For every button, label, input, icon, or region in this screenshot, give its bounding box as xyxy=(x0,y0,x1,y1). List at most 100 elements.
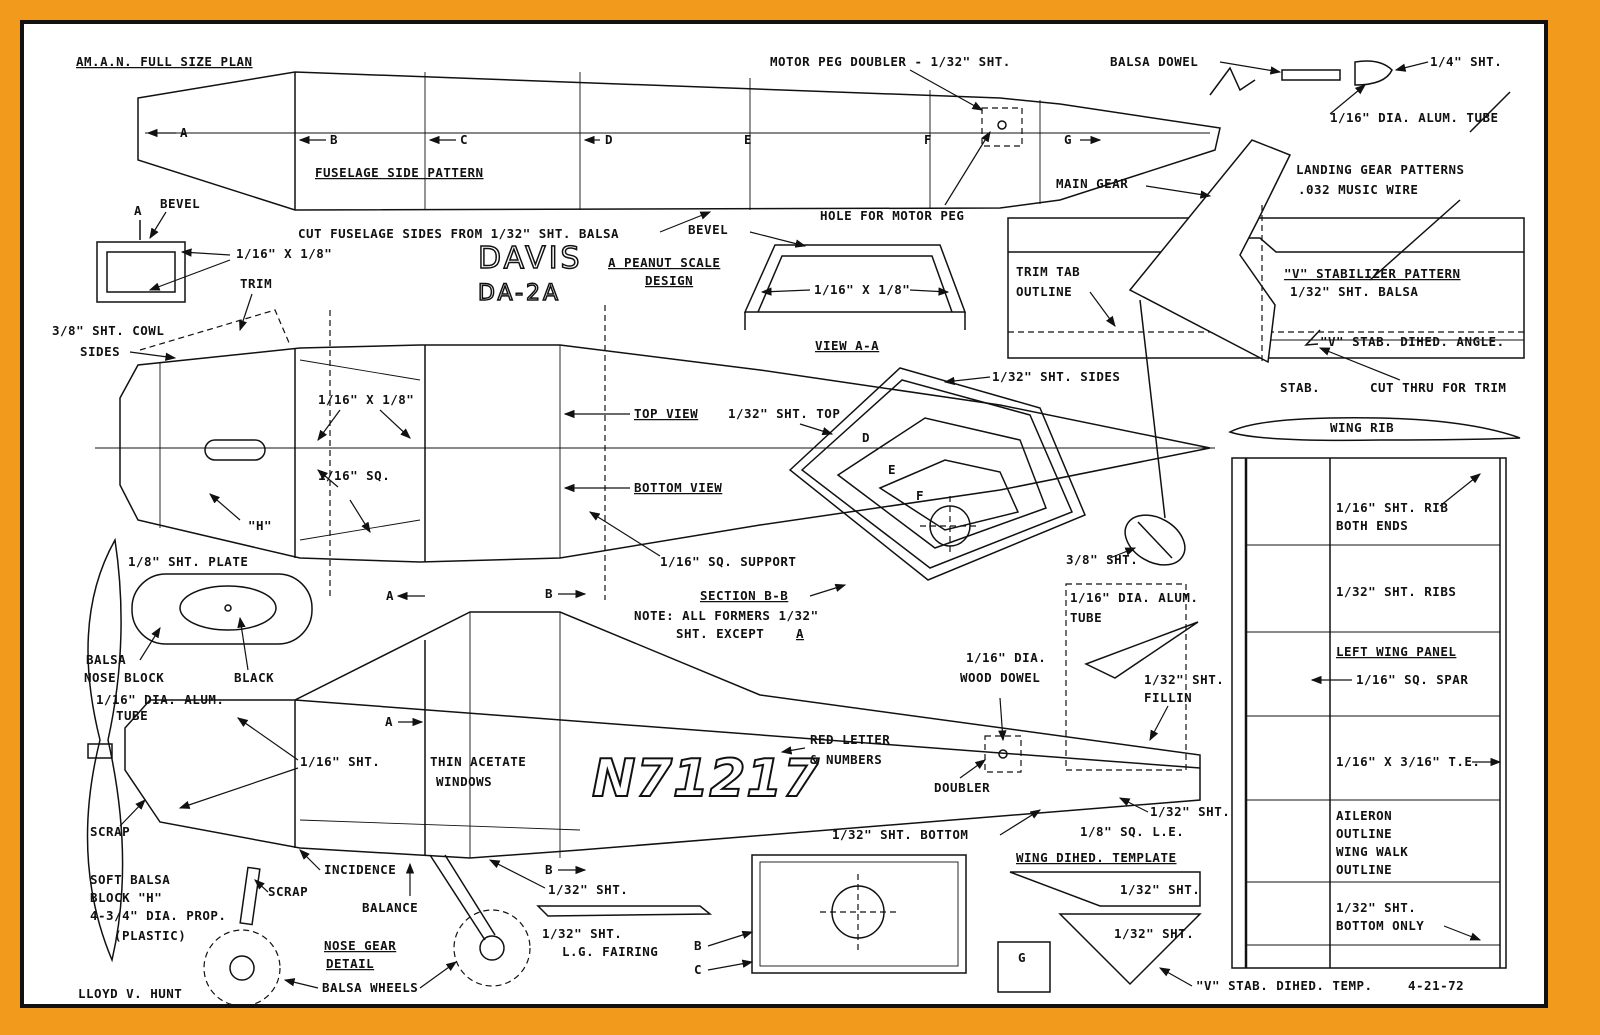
prop-label-1: 4-3/4" DIA. PROP. xyxy=(90,908,226,923)
balsa-nose-2: NOSE BLOCK xyxy=(84,670,164,685)
view-aa: BEVEL 1/16" X 1/8" VIEW A-A xyxy=(688,222,967,353)
dihedral-templates: WING DIHED. TEMPLATE 1/32" SHT. 1/32" SH… xyxy=(1009,850,1372,993)
design-line-2: DESIGN xyxy=(645,273,693,288)
quarter-sht-label: 1/4" SHT. xyxy=(1430,54,1502,69)
cut-thru-trim-label: CUT THRU FOR TRIM xyxy=(1370,380,1506,395)
rib-both-ends-1: 1/16" SHT. RIB xyxy=(1336,500,1448,515)
former-c-mark: C xyxy=(694,962,702,977)
balsa-wheels-label: BALSA WHEELS xyxy=(322,980,418,995)
bevel-left-label: BEVEL xyxy=(160,196,200,211)
black-label: BLACK xyxy=(234,670,274,685)
fuselage-side-pattern-label: FUSELAGE SIDE PATTERN xyxy=(315,165,484,180)
te-label: 1/16" X 3/16" T.E. xyxy=(1336,754,1480,769)
stab-cl-label: STAB. xyxy=(1280,380,1320,395)
main-gear-label: MAIN GEAR xyxy=(1056,176,1128,191)
bottom-132-label: 1/32" SHT. BOTTOM xyxy=(832,827,968,842)
soft-balsa-1: SOFT BALSA xyxy=(90,872,170,887)
balsa-nose-1: BALSA xyxy=(86,652,126,667)
music-wire-label: .032 MUSIC WIRE xyxy=(1298,182,1418,197)
station-g: G xyxy=(1064,132,1072,147)
sht-132-tail-label: 1/32" SHT. xyxy=(1150,804,1230,819)
cut-fuselage-label: CUT FUSELAGE SIDES FROM 1/32" SHT. BALSA xyxy=(298,226,619,241)
wing-walk-label-1: WING WALK xyxy=(1336,844,1408,859)
scrap-label-2: SCRAP xyxy=(268,884,308,899)
fillin-1: 1/32" SHT. xyxy=(1144,672,1224,687)
bottom-only-1: 1/32" SHT. xyxy=(1336,900,1416,915)
plan-title: AM.A.N. FULL SIZE PLAN xyxy=(76,54,253,69)
rib-both-ends-2: BOTH ENDS xyxy=(1336,518,1408,533)
wood-dowel-1: 1/16" DIA. xyxy=(966,650,1046,665)
aileron-label-1: AILERON xyxy=(1336,808,1392,823)
station-a: A xyxy=(180,125,188,140)
incidence-label: INCIDENCE xyxy=(324,862,396,877)
wing-rib-label: WING RIB xyxy=(1330,420,1394,435)
section-a-mark: A xyxy=(385,714,393,729)
red-letter-1: RED LETTER xyxy=(810,732,890,747)
sixteenth-eighth-label-3: 1/16" X 1/8" xyxy=(318,392,414,407)
former-bc: B C G xyxy=(694,854,1051,993)
design-model: DA-2A xyxy=(478,281,561,306)
sq-spar-label: 1/16" SQ. SPAR xyxy=(1356,672,1468,687)
wood-dowel-2: WOOD DOWEL xyxy=(960,670,1040,685)
nose-gear-detail: SCRAP INCIDENCE BALANCE NOSE GEAR DETAIL… xyxy=(203,849,713,1007)
nose-plate: 1/8" SHT. PLATE BALSA NOSE BLOCK BLACK xyxy=(84,554,313,685)
side-view: N71217 RED LETTER & NUMBERS THIN ACETATE… xyxy=(124,586,1230,877)
former-b-mark: B xyxy=(694,938,702,953)
aileron-label-2: OUTLINE xyxy=(1336,826,1392,841)
wing-rib: WING RIB xyxy=(1228,417,1521,442)
alum-tube-nose-2: TUBE xyxy=(116,708,148,723)
section-f-mark: F xyxy=(916,488,924,503)
wing-dihed-template-label: WING DIHED. TEMPLATE xyxy=(1016,850,1177,865)
top-view-label: TOP VIEW xyxy=(634,406,698,421)
station-c: C xyxy=(460,132,468,147)
bottom-only-2: BOTTOM ONLY xyxy=(1336,918,1424,933)
trim-label: TRIM xyxy=(240,276,272,291)
trim-tab-label: TRIM TAB xyxy=(1016,264,1080,279)
station-f: F xyxy=(924,132,932,147)
note-formers-1: NOTE: ALL FORMERS 1/32" xyxy=(634,608,819,623)
sixteenth-sq-label: 1/16" SQ. xyxy=(318,468,390,483)
fillin-2: FILLIN xyxy=(1144,690,1192,705)
cowl-sides-label-1: 3/8" SHT. COWL xyxy=(52,323,164,338)
note-formers-2: SHT. EXCEPT xyxy=(676,626,764,641)
ribs-132-label: 1/32" SHT. RIBS xyxy=(1336,584,1456,599)
section-bb-label: SECTION B-B xyxy=(700,588,788,603)
view-aa-label: VIEW A-A xyxy=(815,338,879,353)
propeller: 1/16" DIA. ALUM. TUBE SCRAP SOFT BALSA B… xyxy=(78,537,226,1001)
lg-fairing-1: 1/32" SHT. xyxy=(542,926,622,941)
bottom-view-label: BOTTOM VIEW xyxy=(634,480,722,495)
former-a-mark: A xyxy=(134,203,142,218)
motor-peg-detail: BALSA DOWEL 1/4" SHT. 1/16" DIA. ALUM. T… xyxy=(1110,54,1511,133)
scrap-label-1: SCRAP xyxy=(90,824,130,839)
former-g-mark: G xyxy=(1018,950,1026,965)
section-bb: D E F SECTION B-B NOTE: ALL FORMERS 1/32… xyxy=(634,367,1086,641)
trim-tab-outline-label: OUTLINE xyxy=(1016,284,1072,299)
sq-support-label: 1/16" SQ. SUPPORT xyxy=(660,554,796,569)
alum-tube-mid-1: 1/16" DIA. ALUM. xyxy=(1070,590,1198,605)
landing-gear-patterns-label: LANDING GEAR PATTERNS xyxy=(1296,162,1465,177)
sht-132-lg-label: 1/32" SHT. xyxy=(548,882,628,897)
v-stab-dihed-angle-label: "V" STAB. DIHED. ANGLE. xyxy=(1320,334,1505,349)
station-d: D xyxy=(605,132,613,147)
section-a2-mark: A xyxy=(386,588,394,603)
three-eighths-sht-label: 3/8" SHT. xyxy=(1066,552,1138,567)
alum-tube-top-label: 1/16" DIA. ALUM. TUBE xyxy=(1330,110,1499,125)
sixteenth-eighth-label-2: 1/16" X 1/8" xyxy=(814,282,910,297)
prop-label-2: (PLASTIC) xyxy=(114,928,186,943)
registration-number: N71217 xyxy=(592,749,820,809)
section-b-mark: B xyxy=(545,586,553,601)
station-b: B xyxy=(330,132,338,147)
design-line-1: A PEANUT SCALE xyxy=(608,255,720,270)
left-wing-panel: 1/16" SHT. RIB BOTH ENDS 1/32" SHT. RIBS… xyxy=(1231,457,1507,969)
sixteenth-eighth-label-1: 1/16" X 1/8" xyxy=(236,246,332,261)
wing-walk-label-2: OUTLINE xyxy=(1336,862,1392,877)
alum-tube-nose-1: 1/16" DIA. ALUM. xyxy=(96,692,224,707)
red-letter-2: & NUMBERS xyxy=(810,752,882,767)
former-a-detail: A BEVEL 1/16" X 1/8" xyxy=(96,196,332,303)
design-name: DAVIS xyxy=(478,241,583,276)
plan-date: 4-21-72 xyxy=(1408,978,1464,993)
sides-132-label: 1/32" SHT. SIDES xyxy=(992,369,1120,384)
nose-gear-label-2: DETAIL xyxy=(326,956,374,971)
thin-acetate-1: THIN ACETATE xyxy=(430,754,526,769)
